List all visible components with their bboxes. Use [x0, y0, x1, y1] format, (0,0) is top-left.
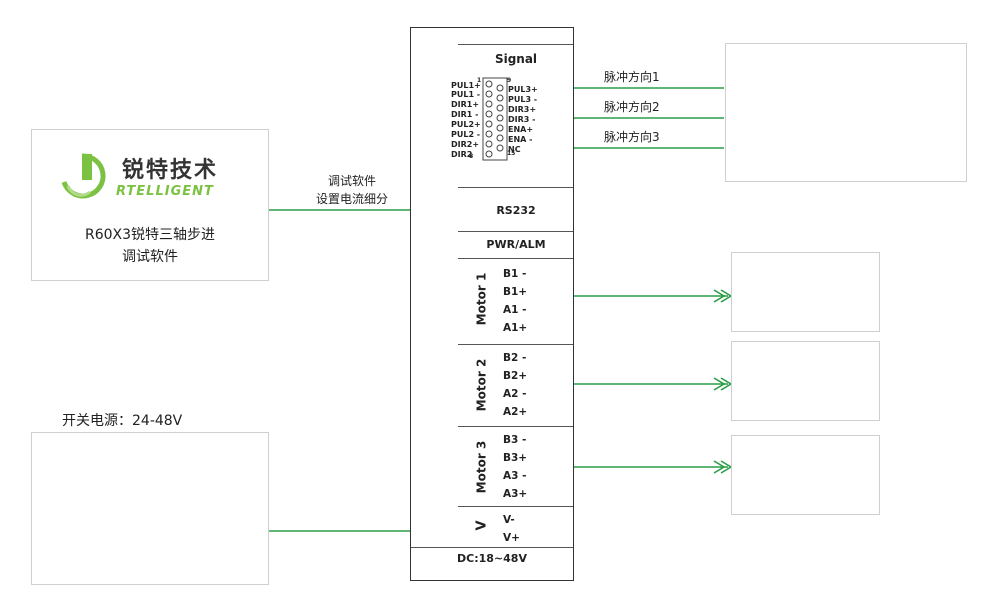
driver-box: Signal 1 9 8 15 PUL1+ PUL1 - DIR1+ DIR1 … — [410, 27, 574, 581]
divider — [458, 231, 573, 232]
pin-left: DIR2+ — [451, 140, 480, 149]
motor-panel-3 — [731, 435, 880, 515]
brand-name-en: RTELLIGENT — [116, 184, 214, 199]
software-link-line1: 调试软件 — [327, 174, 376, 188]
divider — [458, 187, 573, 188]
motor-1-terminal: B1+ — [503, 286, 528, 298]
pin-right: PUL3 - — [508, 95, 538, 104]
pin-num-1: 1 — [477, 77, 482, 84]
db15-connector-icon — [482, 77, 508, 161]
controller-panel — [725, 43, 967, 182]
motor-3-terminal: A3 - — [503, 470, 527, 482]
divider — [458, 506, 573, 507]
pin-right: PUL3+ — [508, 85, 538, 94]
motor-panel-2 — [731, 341, 880, 421]
motor-1-terminal: B1 - — [503, 268, 527, 280]
rs232-port-label: RS232 — [496, 204, 536, 217]
divider — [458, 44, 573, 45]
motor-3-terminal: B3+ — [503, 452, 528, 464]
rtelligent-logo-icon — [61, 153, 106, 199]
pin-left: PUL2 - — [451, 130, 481, 139]
divider — [411, 547, 573, 548]
software-caption-line2: 调试软件 — [122, 249, 178, 265]
power-title: 开关电源：24-48V — [62, 413, 183, 429]
motor-2-terminal: B2+ — [503, 370, 528, 382]
divider — [458, 258, 573, 259]
software-caption-line1: R60X3锐特三轴步进 — [84, 227, 216, 243]
motor-1-terminal: A1 - — [503, 304, 527, 316]
v-terminal: V- — [503, 514, 515, 526]
signal-title: Signal — [494, 52, 538, 66]
v-label: V — [474, 520, 490, 531]
divider — [458, 426, 573, 427]
divider — [458, 344, 573, 345]
pin-left: PUL1+ — [451, 81, 481, 90]
motor-3-terminal: A3+ — [503, 488, 528, 500]
pin-num-15: 15 — [507, 150, 516, 157]
motor-panel-1 — [731, 252, 880, 332]
motor-2-terminal: B2 - — [503, 352, 527, 364]
motor-3-terminal: B3 - — [503, 434, 527, 446]
motor-1-label: Motor 1 — [474, 272, 489, 326]
pin-left: DIR2 — [451, 150, 473, 159]
pwr-alm-label: PWR/ALM — [486, 238, 546, 251]
dc-range-label: DC:18~48V — [457, 552, 527, 565]
motor-3-label: Motor 3 — [474, 440, 489, 494]
motor-1-terminal: A1+ — [503, 322, 528, 334]
v-terminal: V+ — [503, 532, 520, 544]
signal-label-1: 脉冲方向1 — [604, 70, 660, 84]
power-panel — [31, 432, 269, 585]
pin-right: ENA - — [508, 135, 533, 144]
motor-2-terminal: A2+ — [503, 406, 528, 418]
brand-name-cn: 锐特技术 — [122, 158, 219, 183]
signal-label-2: 脉冲方向2 — [604, 100, 660, 114]
pin-right: DIR3+ — [508, 105, 537, 114]
signal-label-3: 脉冲方向3 — [604, 130, 660, 144]
pin-left: PUL2+ — [451, 120, 481, 129]
motor-2-label: Motor 2 — [474, 358, 489, 412]
pin-left: PUL1 - — [451, 90, 481, 99]
software-link-line2: 设置电流细分 — [315, 192, 388, 206]
pin-left: DIR1 - — [451, 110, 479, 119]
pin-right: NC — [508, 145, 521, 154]
pin-right: ENA+ — [508, 125, 534, 134]
pin-left: DIR1+ — [451, 100, 480, 109]
pin-right: DIR3 - — [508, 115, 536, 124]
pin-num-9: 9 — [507, 77, 512, 84]
motor-2-terminal: A2 - — [503, 388, 527, 400]
software-panel: 锐特技术 RTELLIGENT R60X3锐特三轴步进 调试软件 — [31, 129, 269, 281]
pin-num-8: 8 — [469, 153, 474, 160]
